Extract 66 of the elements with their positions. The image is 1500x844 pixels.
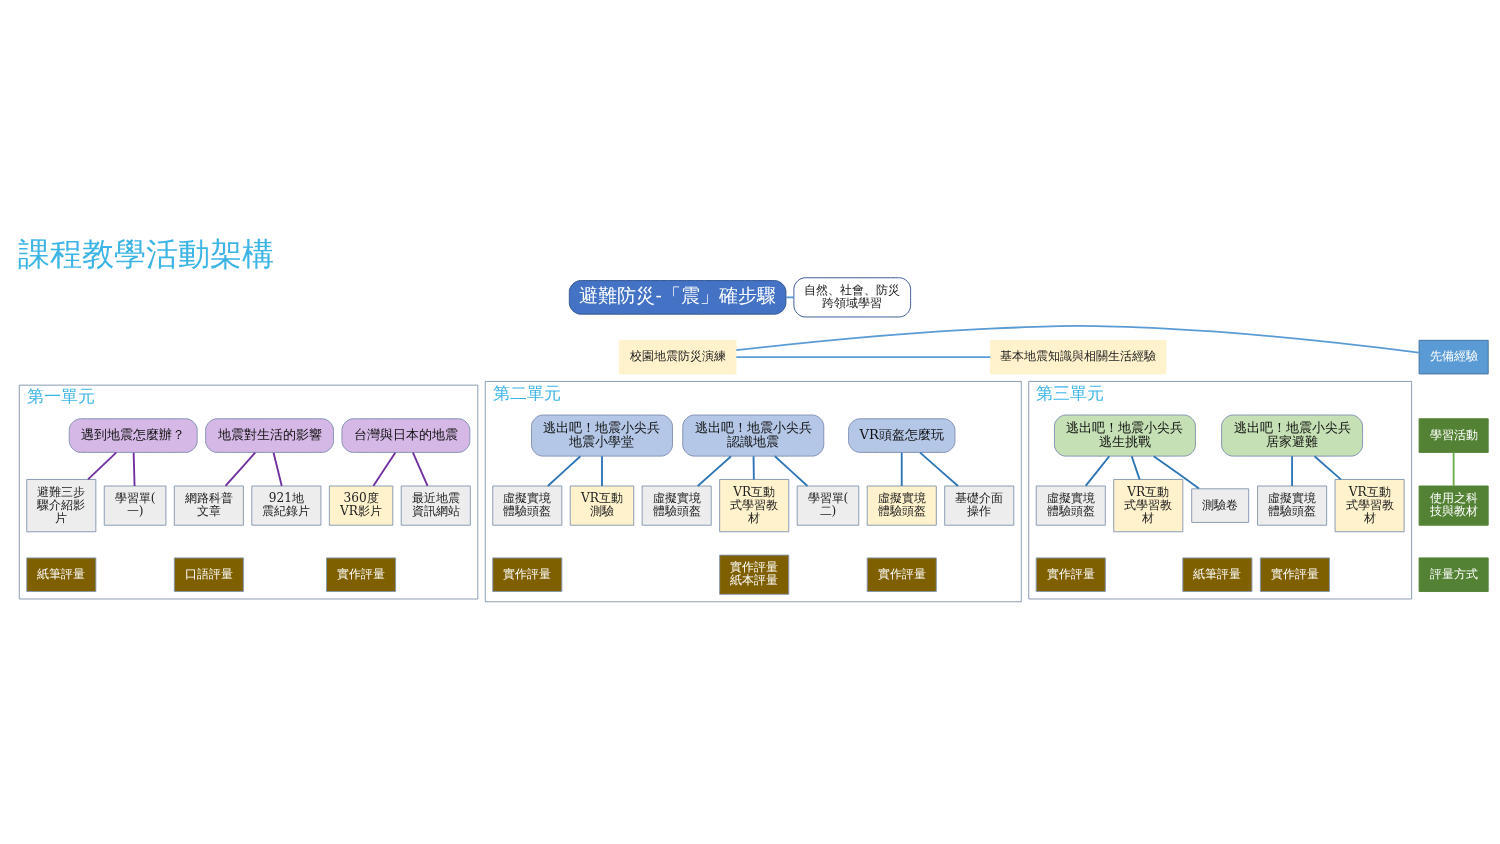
node-box: 逃出吧！地震小尖兵 逃生挑戰 — [1053, 414, 1196, 457]
connector — [900, 451, 903, 487]
connector — [1152, 454, 1200, 489]
node-box: VR互動測驗 — [569, 485, 635, 526]
connector — [1084, 454, 1111, 487]
node-box: 虛擬實境體驗頭盔 — [492, 485, 563, 526]
node-box: 紙筆評量 — [1182, 556, 1253, 592]
node-box: 使用之科技與教材 — [1418, 485, 1489, 526]
connector — [735, 355, 992, 358]
node-box: 360度VR影片 — [328, 485, 394, 526]
node-box: 虛擬實境體驗頭盔 — [1035, 485, 1106, 526]
node-box: 學習活動 — [1418, 417, 1489, 453]
connector — [1291, 454, 1293, 487]
node-box: VR頭盔怎麼玩 — [848, 417, 956, 453]
node-box: 網路科普文章 — [173, 485, 244, 526]
node-box: 逃出吧！地震小尖兵 認識地震 — [682, 414, 825, 457]
connector — [1313, 454, 1342, 480]
node-box: VR互動式學習教材 — [719, 478, 790, 532]
connector — [1452, 451, 1455, 487]
connector — [87, 451, 118, 480]
node-box: VR互動式學習教材 — [1113, 478, 1184, 532]
connector — [272, 451, 283, 487]
node-box: 口語評量 — [173, 556, 244, 592]
connector — [773, 454, 809, 487]
connector — [919, 451, 959, 487]
node-box: 實作評量 — [492, 556, 563, 592]
node-box: 逃出吧！地震小尖兵 地震小學堂 — [531, 414, 673, 457]
node-box: 基本地震知識與相關生活經驗 — [990, 339, 1167, 374]
node-box: 校園地震防災演練 — [618, 339, 737, 374]
connector — [1130, 454, 1141, 480]
node-box: 紙筆評量 — [26, 556, 97, 592]
node-box: 實作評量 紙本評量 — [719, 554, 790, 595]
node-box: 實作評量 — [326, 556, 397, 592]
connector — [224, 451, 257, 487]
connector — [601, 454, 603, 487]
node-box: 逃出吧！地震小尖兵 居家避難 — [1221, 414, 1364, 457]
node-box: VR互動式學習教材 — [1334, 478, 1405, 532]
node-box: 評量方式 — [1418, 556, 1489, 592]
node-box: 實作評量 — [1035, 556, 1106, 592]
node-box: 測驗卷 — [1191, 487, 1250, 523]
node-box: 避難防災-「震」確步驟 — [568, 279, 787, 315]
connector — [785, 295, 795, 298]
connector — [132, 451, 136, 487]
node-box: 台灣與日本的地震 — [341, 417, 471, 453]
node-box: 實作評量 — [866, 556, 937, 592]
node-box: 遇到地震怎麼辦？ — [68, 417, 198, 453]
node-box: 虛擬實境體驗頭盔 — [641, 485, 712, 526]
node-box: 避難三步驟介紹影片 — [26, 478, 97, 532]
connector — [696, 454, 733, 487]
connector — [412, 451, 429, 487]
node-box: 虛擬實境體驗頭盔 — [866, 485, 937, 526]
node-box: 自然、社會、防災跨領域學習 — [793, 276, 912, 317]
node-box: 最近地震資訊網站 — [400, 485, 471, 526]
node-box: 學習單(二) — [796, 485, 860, 526]
node-box: 921地震紀錄片 — [251, 485, 322, 526]
connector — [372, 451, 397, 487]
node-box: 地震對生活的影響 — [205, 417, 334, 453]
connector — [546, 454, 582, 487]
node-box: 先備經驗 — [1418, 339, 1489, 374]
node-box: 學習單(一) — [103, 485, 167, 526]
node-box: 實作評量 — [1259, 556, 1330, 592]
connector — [735, 324, 1420, 353]
connector — [752, 454, 755, 480]
node-box: 基礎介面操作 — [944, 485, 1015, 526]
node-box: 虛擬實境體驗頭盔 — [1257, 485, 1328, 526]
diagram-title: 課程教學活動架構 — [17, 235, 274, 272]
